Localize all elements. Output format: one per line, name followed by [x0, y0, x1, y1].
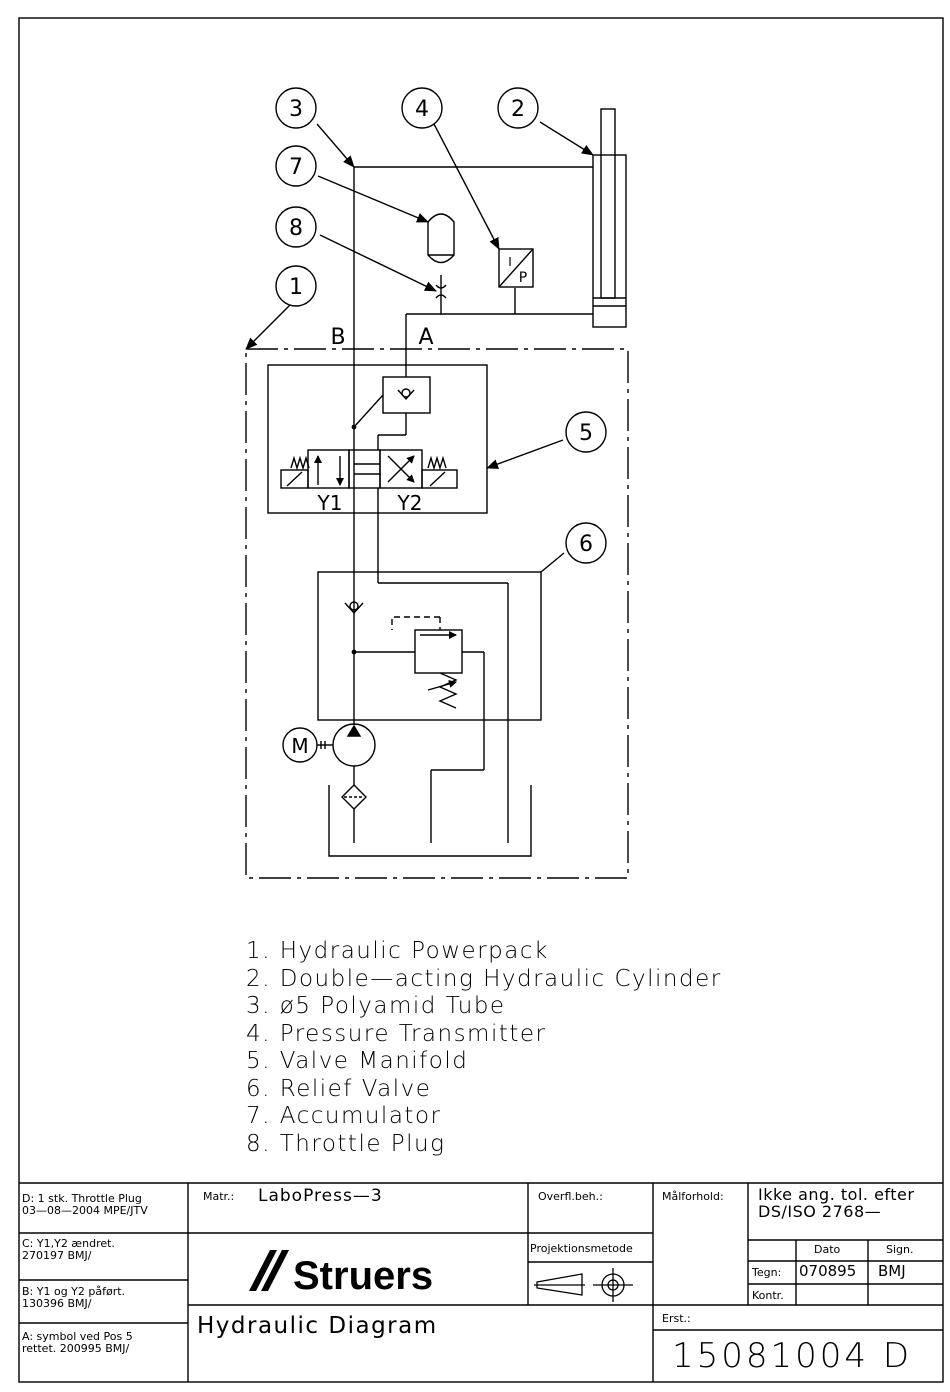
port-b-label: B — [330, 325, 345, 350]
title-block-grid — [19, 1182, 943, 1382]
tolerance-note: Ikke ang. tol. efter DS/ISO 2768— — [758, 1186, 914, 1220]
legend-item: 4. Pressure Transmitter — [246, 1020, 547, 1047]
revision-b: B: Y1 og Y2 påført. 130396 BMJ/ — [22, 1286, 125, 1310]
callout-2-text: 2 — [511, 97, 525, 122]
y2-label: Y2 — [397, 491, 423, 515]
callout-6 — [565, 522, 607, 564]
drawing-number: 15081004 D — [672, 1336, 913, 1376]
matr-value: LaboPress—3 — [258, 1186, 383, 1206]
maalforhold-label: Målforhold: — [662, 1190, 724, 1203]
revision-c-line1: C: Y1,Y2 ændret. — [22, 1237, 115, 1250]
transmitter-symbol — [498, 248, 534, 288]
tolerance-line2: DS/ISO 2768— — [758, 1202, 882, 1221]
legend-item: 3. ø5 Polyamid Tube — [246, 993, 506, 1019]
directional-valve-left — [307, 449, 350, 489]
revision-a: A: symbol ved Pos 5 rettet. 200995 BMJ/ — [22, 1331, 133, 1355]
revision-c-line2: 270197 BMJ/ — [22, 1249, 92, 1262]
struers-logo: Struers — [249, 1250, 433, 1298]
directional-valve-right — [379, 449, 423, 489]
legend-item: 1. Hydraulic Powerpack — [246, 938, 549, 964]
callout-5-text: 5 — [579, 421, 593, 446]
revision-d-line2: 03—08—2004 MPE/JTV — [22, 1204, 148, 1217]
revision-d: D: 1 stk. Throttle Plug 03—08—2004 MPE/J… — [22, 1193, 148, 1217]
callout-8 — [275, 206, 317, 248]
dato-label: Dato — [814, 1243, 841, 1256]
pump-check-valve — [344, 602, 364, 615]
hydraulic-schematic — [245, 87, 629, 879]
revision-a-line2: rettet. 200995 BMJ/ — [22, 1342, 130, 1355]
projection-symbol — [534, 1268, 633, 1302]
revision-a-line1: A: symbol ved Pos 5 — [22, 1330, 133, 1343]
revision-d-line1: D: 1 stk. Throttle Plug — [22, 1192, 142, 1205]
sign-label: Sign. — [886, 1243, 914, 1256]
tegn-sign: BMJ — [878, 1262, 906, 1280]
tegn-label: Tegn: — [752, 1266, 782, 1279]
overfl-label: Overfl.beh.: — [538, 1190, 603, 1203]
motor-label: M — [291, 734, 308, 758]
spring-left — [290, 455, 310, 471]
callout-2 — [497, 87, 539, 129]
sheet-border — [18, 17, 944, 1383]
erst-label: Erst.: — [662, 1312, 691, 1325]
brand-name: Struers — [293, 1254, 433, 1298]
revision-b-line1: B: Y1 og Y2 påført. — [22, 1285, 126, 1298]
y1-label: Y1 — [317, 491, 343, 515]
powerpack-boundary — [245, 348, 629, 879]
callout-5 — [565, 411, 607, 453]
callout-4 — [401, 87, 443, 129]
callout-1-text: 1 — [289, 275, 303, 300]
legend-item: 5. Valve Manifold — [246, 1048, 469, 1074]
matr-label: Matr.: — [203, 1190, 235, 1203]
solenoid-y2 — [421, 469, 458, 489]
relief-spring — [438, 672, 458, 709]
callout-6-text: 6 — [579, 532, 593, 557]
manifold-check-valve — [382, 376, 431, 414]
motor-symbol — [282, 727, 318, 763]
tolerance-line1: Ikke ang. tol. efter — [758, 1185, 915, 1204]
kontr-label: Kontr. — [752, 1289, 784, 1302]
callout-1 — [275, 265, 317, 307]
drawing-title: Hydraulic Diagram — [197, 1313, 438, 1339]
tank-symbol — [328, 785, 532, 857]
tegn-date: 070895 — [799, 1262, 857, 1280]
legend-item: 8. Throttle Plug — [246, 1130, 446, 1157]
legend: 1. Hydraulic Powerpack 2. Double—acting … — [246, 938, 722, 1158]
revision-c: C: Y1,Y2 ændret. 270197 BMJ/ — [22, 1238, 115, 1262]
projection-label: Projektionsmetode — [530, 1242, 633, 1255]
revision-b-line2: 130396 BMJ/ — [22, 1297, 92, 1310]
port-a-label: A — [418, 325, 433, 350]
callout-3-text: 3 — [289, 97, 303, 122]
callout-8-text: 8 — [289, 216, 303, 241]
relief-valve-symbol — [414, 629, 463, 674]
relief-valve-box — [317, 571, 542, 721]
spring-right — [427, 455, 447, 471]
legend-item: 7. Accumulator — [246, 1103, 442, 1129]
legend-item: 6. Relief Valve — [246, 1075, 432, 1102]
callout-7 — [275, 145, 317, 187]
solenoid-y1 — [280, 469, 309, 489]
transmitter-p-label: P — [519, 270, 527, 286]
callout-3 — [275, 87, 317, 129]
cylinder-symbol — [592, 154, 627, 328]
transmitter-i-label: I — [508, 255, 512, 269]
callout-7-text: 7 — [289, 155, 303, 180]
legend-item: 2. Double—acting Hydraulic Cylinder — [246, 965, 722, 992]
callout-4-text: 4 — [415, 97, 429, 122]
diagram-labels: B A Y1 Y2 M I P 3 4 2 7 8 1 5 6 — [289, 97, 593, 758]
